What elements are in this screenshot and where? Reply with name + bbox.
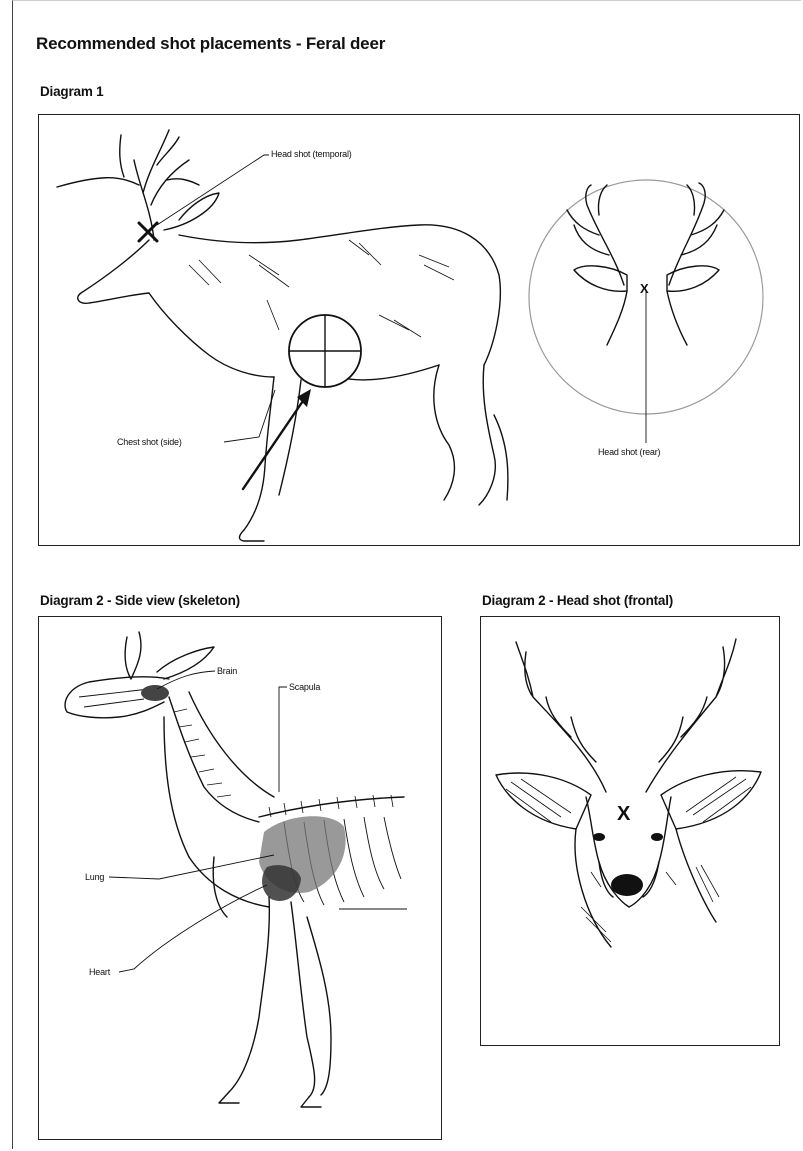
skeleton-ear-left [125, 632, 141, 679]
frontal-ear-left [496, 773, 591, 829]
diagram2-head-panel: X [480, 616, 780, 1046]
page-title: Recommended shot placements - Feral deer [36, 34, 385, 54]
frontal-antler-left [516, 642, 606, 792]
temporal-x-mark [139, 223, 157, 241]
chest-target-crosshair [289, 315, 361, 387]
frontal-head-illustration [481, 617, 781, 1047]
chest-arrow [243, 389, 311, 489]
label-lung: Lung [85, 872, 104, 882]
frontal-neck [575, 829, 716, 947]
leader-heart [119, 885, 267, 972]
label-head-temporal: Head shot (temporal) [271, 149, 352, 159]
leader-head-temporal [157, 155, 269, 225]
diagram1-heading: Diagram 1 [40, 84, 103, 99]
side-deer-antlers [57, 130, 199, 240]
frontal-nose [611, 874, 643, 896]
label-scapula: Scapula [289, 682, 320, 692]
frontal-eye-left [593, 833, 605, 841]
leader-lung [109, 855, 274, 879]
diagram2-side-panel: Brain Scapula Lung Heart [38, 616, 442, 1140]
label-chest-side: Chest shot (side) [117, 437, 182, 447]
skeleton-neck [169, 697, 259, 822]
label-brain: Brain [217, 666, 237, 676]
diagram2-head-heading: Diagram 2 - Head shot (frontal) [482, 593, 673, 608]
leader-scapula [279, 687, 287, 792]
diagram1-panel: Head shot (temporal) Chest shot (side) H… [38, 114, 800, 546]
frontal-eye-right [651, 833, 663, 841]
frontal-x-mark: X [617, 803, 630, 826]
diagram2-side-heading: Diagram 2 - Side view (skeleton) [40, 593, 240, 608]
leader-brain [157, 671, 215, 689]
skeleton-ear-right [157, 647, 214, 679]
label-head-rear: Head shot (rear) [598, 447, 660, 457]
label-heart: Heart [89, 967, 110, 977]
skeleton-front-leg [229, 897, 269, 1092]
heart-shade [262, 865, 301, 901]
rear-x-mark: X [640, 281, 648, 296]
frontal-antler-right [646, 639, 736, 792]
diagram1-illustration [39, 115, 801, 547]
skeleton-spine [259, 797, 404, 817]
brain-shade [141, 685, 169, 701]
